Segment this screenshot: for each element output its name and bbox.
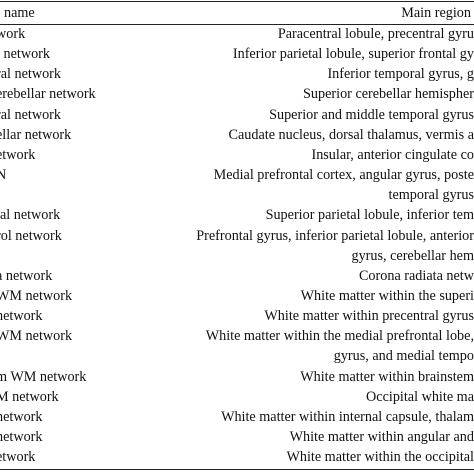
row-name: etwork xyxy=(0,449,36,466)
row-main-region: gyrus, and medial tempo xyxy=(333,348,474,365)
row-main-region: Superior parietal lobule, inferior tem xyxy=(265,207,474,224)
row-main-region: Inferior parietal lobule, superior front… xyxy=(232,46,474,63)
row-main-region: White matter within precentral gyrus xyxy=(264,308,474,325)
row-name: erebellar network xyxy=(0,86,96,103)
row-name: tal network xyxy=(0,207,61,224)
row-name: work xyxy=(0,26,26,42)
row-main-region: Occipital white ma xyxy=(366,388,474,405)
row-main-region: Superior cerebellar hemispher xyxy=(303,86,474,103)
row-name: ral network xyxy=(0,66,62,83)
row-main-region: White matter within brainstem xyxy=(300,368,474,385)
row-name: rol network xyxy=(0,227,62,244)
row-name: network xyxy=(0,429,43,445)
row-main-region: Insular, anterior cingulate co xyxy=(311,146,474,163)
row-name: WM network xyxy=(0,287,73,304)
row-main-region: White matter within angular and xyxy=(289,429,474,445)
row-name: WM network xyxy=(0,328,73,345)
row-main-region: Prefrontal gyrus, inferior parietal lobu… xyxy=(196,227,474,244)
row-name: m WM network xyxy=(0,368,87,385)
row-main-region: Corona radiata netw xyxy=(358,267,474,284)
row-main-region: Caudate nucleus, dorsal thalamus, vermis… xyxy=(228,126,474,143)
row-name: ellar network xyxy=(0,126,72,143)
row-main-region: gyrus, cerebellar hem xyxy=(351,247,474,264)
header-main-region: Main region xyxy=(401,5,471,21)
row-name: etwork xyxy=(0,146,36,163)
table-bottom-rule xyxy=(0,469,474,470)
row-main-region: temporal gyrus xyxy=(388,187,474,204)
row-name: a network xyxy=(0,267,53,284)
header-name: name xyxy=(4,5,35,21)
row-main-region: White matter within the medial prefronta… xyxy=(205,328,474,345)
row-main-region: Paracentral lobule, precentral gyru xyxy=(277,26,474,42)
row-name: network xyxy=(0,308,43,325)
row-main-region: Inferior temporal gyrus, g xyxy=(327,66,474,83)
row-main-region: White matter within the superi xyxy=(300,287,474,304)
row-name: t network xyxy=(0,46,50,63)
row-name: N xyxy=(0,167,7,184)
row-main-region: White matter within internal capsule, th… xyxy=(221,408,474,425)
row-name: ral network xyxy=(0,106,62,123)
row-name: network xyxy=(0,408,43,425)
row-name: M network xyxy=(0,388,59,405)
row-main-region: White matter within the occipital xyxy=(286,449,474,466)
row-main-region: Medial prefrontal cortex, angular gyrus,… xyxy=(213,167,474,184)
row-main-region: Superior and middle temporal gyrus xyxy=(269,106,474,123)
table-top-rule xyxy=(0,1,474,2)
table-header-rule xyxy=(0,24,474,25)
